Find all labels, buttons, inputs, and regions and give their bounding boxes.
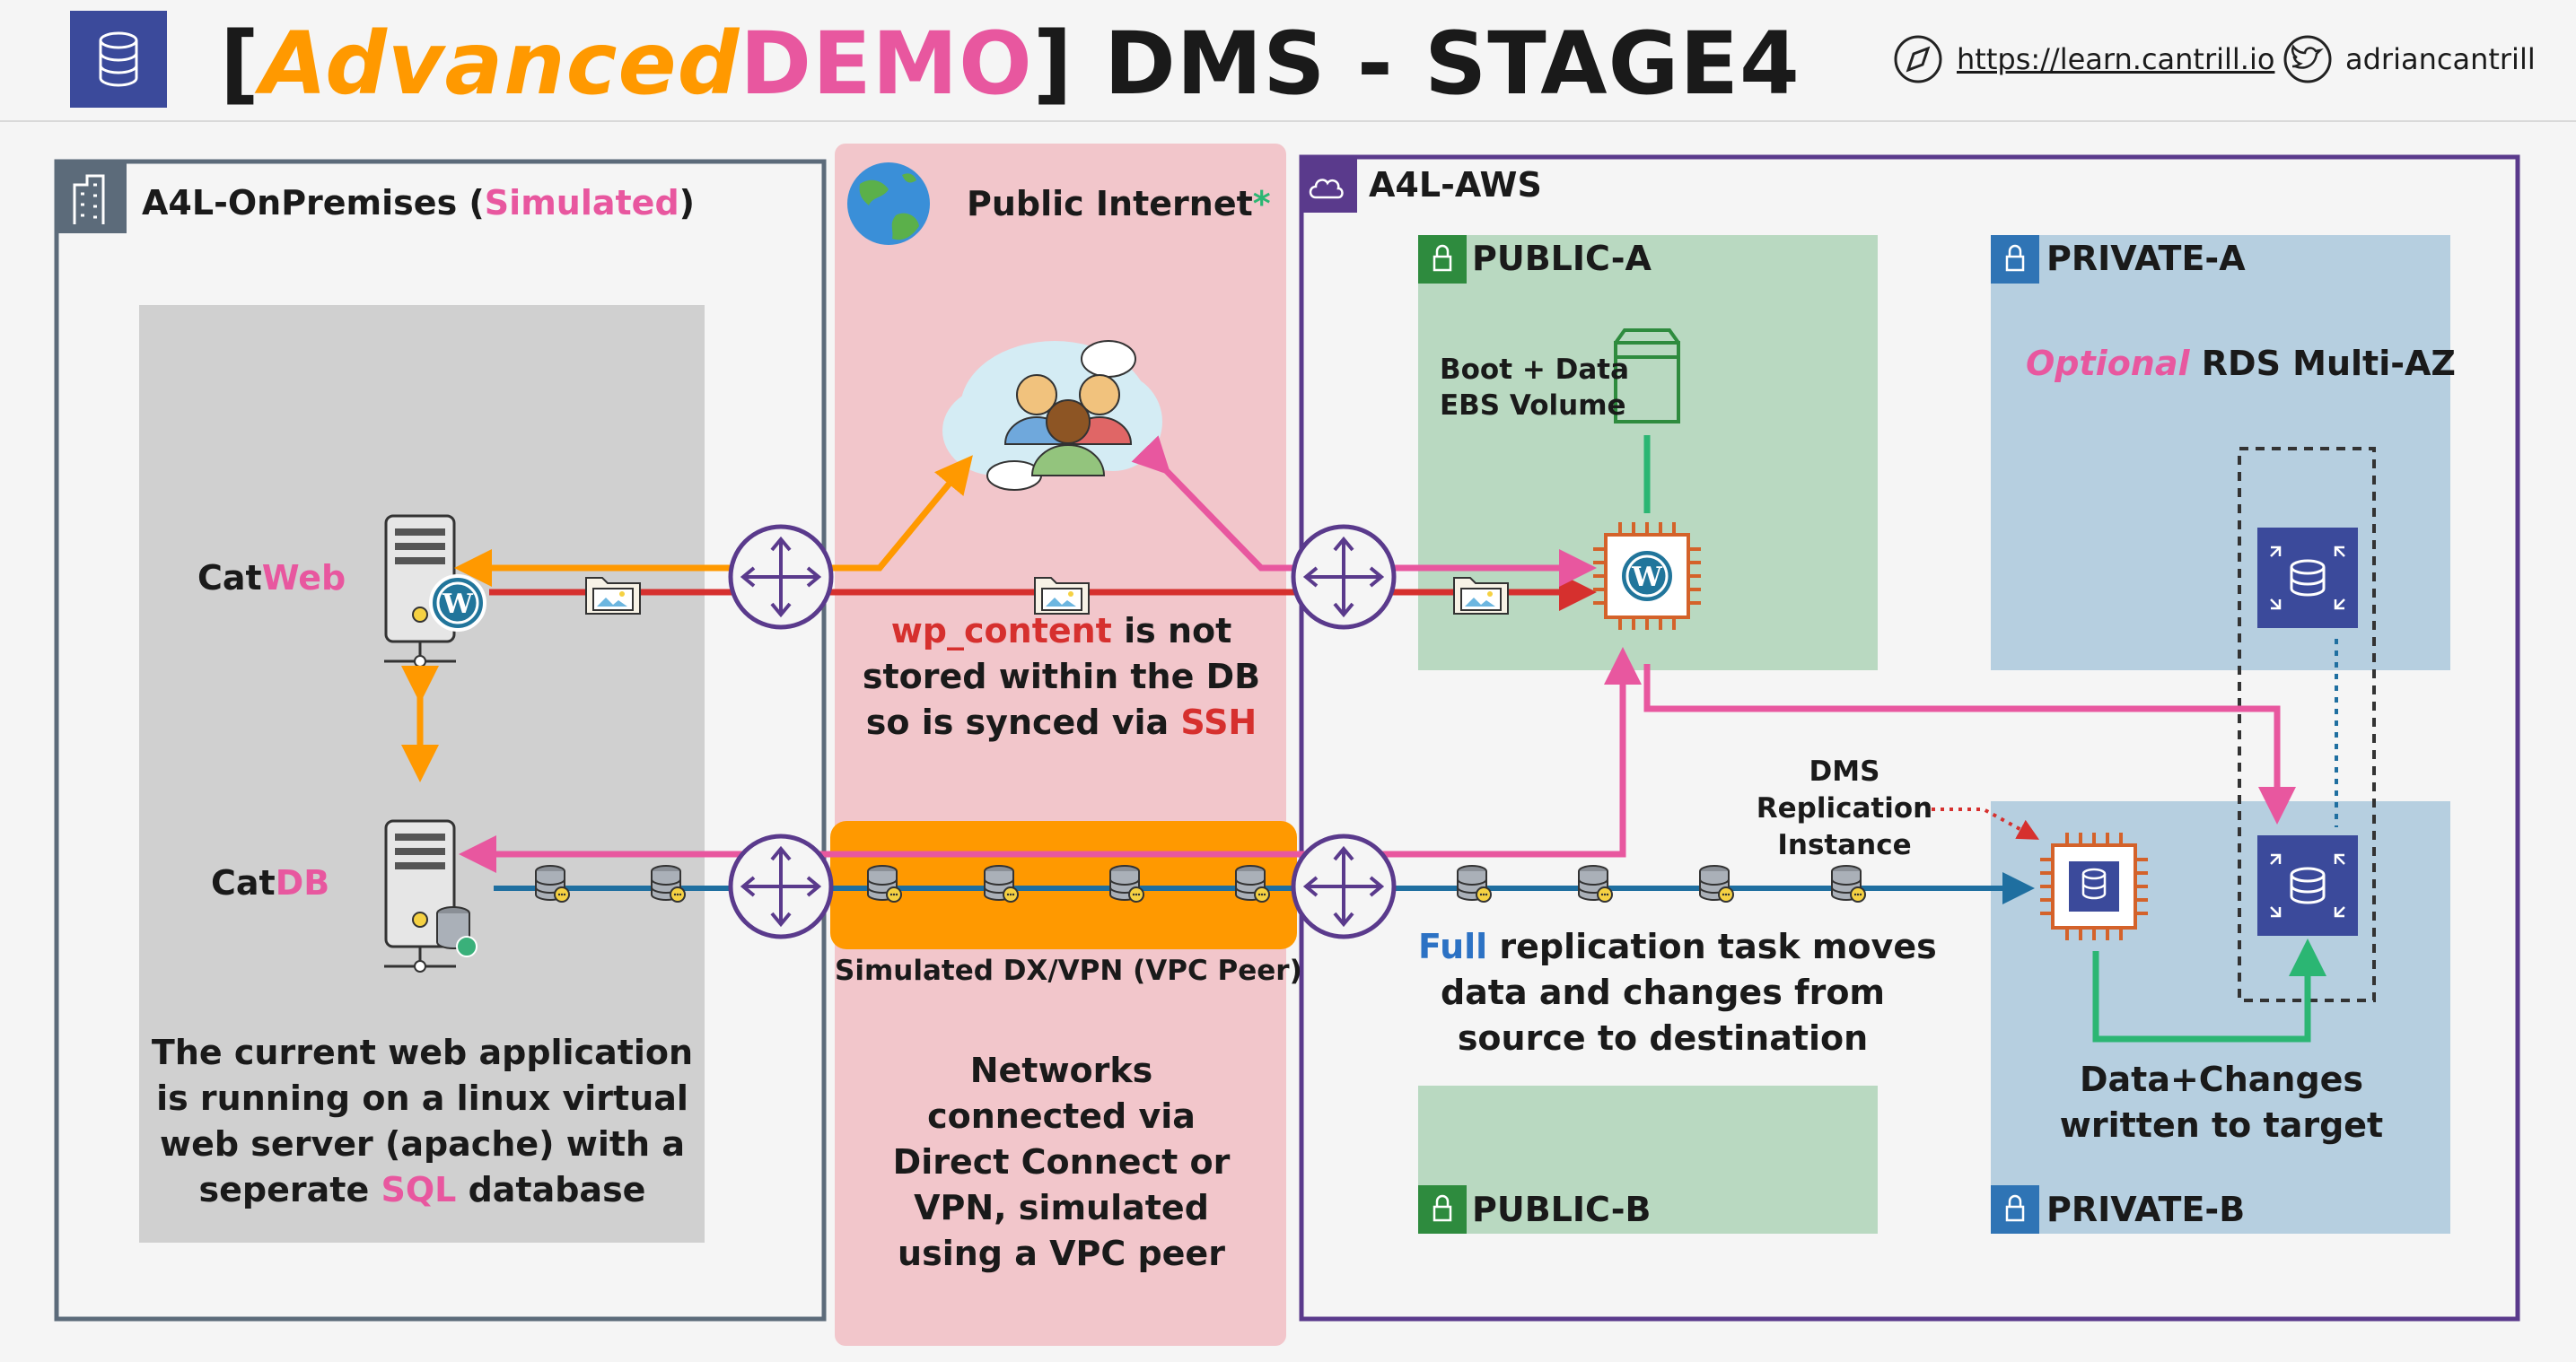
public-b-subnet: [1418, 1086, 1878, 1234]
private-a-label: PRIVATE-A: [2046, 239, 2246, 278]
catdb-label: CatDB: [211, 863, 330, 903]
lock-icon: [1989, 1183, 2041, 1235]
onprem-title: A4L-OnPremises (Simulated): [142, 183, 696, 223]
database-icon: [436, 906, 478, 957]
data-packet-icon: [1457, 865, 1492, 903]
lock-icon: [1416, 233, 1468, 285]
database-icon-glyph: [99, 31, 138, 87]
router-icon: [1293, 527, 1394, 627]
dx-vpn-link: [830, 821, 1297, 949]
rds-icon: [2257, 835, 2358, 936]
twitter-handle[interactable]: adriancantrill: [2345, 42, 2536, 76]
data-packet-icon: [651, 865, 686, 903]
private-b-label: PRIVATE-B: [2046, 1190, 2246, 1229]
aws-border: [1299, 154, 2520, 1322]
rds-multi-az-label: Optional RDS Multi-AZ: [2026, 344, 2456, 383]
data-packet-icon: [867, 865, 902, 903]
dx-vpn-label: Simulated DX/VPN (VPC Peer): [835, 955, 1302, 987]
public-b-label: PUBLIC-B: [1472, 1190, 1652, 1229]
twitter-icon: [2283, 35, 2332, 83]
page-title: [AdvancedDEMO] DMS - STAGE4: [220, 13, 1801, 114]
data-packet-icon: [535, 865, 570, 903]
wordpress-icon: [1618, 547, 1676, 605]
private-a-subnet: [1991, 235, 2450, 670]
folder-icon: [1453, 577, 1509, 615]
lock-icon: [1989, 233, 2041, 285]
aws-title: A4L-AWS: [1369, 165, 1542, 205]
onprem-description: The current web application is running o…: [151, 1033, 694, 1209]
data-packet-icon: [1699, 865, 1734, 903]
wordpress-icon: [429, 574, 486, 632]
router-icon: [1293, 836, 1394, 937]
public-a-label: PUBLIC-A: [1472, 239, 1652, 278]
network-note: Networks connected via Direct Connect or…: [892, 1051, 1231, 1273]
data-packet-icon: [984, 865, 1019, 903]
globe-icon: [847, 162, 930, 245]
ebs-volume-icon: [1614, 328, 1680, 423]
internet-title: Public Internet*: [967, 184, 1271, 223]
multi-az-group: [2238, 447, 2376, 1002]
data-packet-icon: [1109, 865, 1144, 903]
lock-icon: [1416, 1183, 1468, 1235]
building-icon: [57, 162, 127, 233]
router-icon: [731, 836, 831, 937]
wp-content-note: wp_content is not stored within the DB s…: [862, 611, 1261, 742]
rds-icon: [2257, 528, 2358, 628]
router-icon: [731, 527, 831, 627]
onprem-border: [54, 159, 827, 1322]
data-packet-icon: [1235, 865, 1270, 903]
replication-task-note: Full replication task moves data and cha…: [1418, 927, 1937, 1058]
ebs-label: Boot + Data EBS Volume: [1440, 354, 1629, 422]
target-note: Data+Changes written to target: [2059, 1060, 2384, 1145]
aws-cloud-icon: [1301, 157, 1357, 213]
compass-icon: [1894, 35, 1942, 83]
data-packet-icon: [1831, 865, 1866, 903]
catweb-label: CatWeb: [197, 558, 346, 598]
folder-icon: [585, 577, 641, 615]
data-packet-icon: [1578, 865, 1613, 903]
dms-instance-label: DMS Replication Instance: [1756, 755, 1933, 861]
website-link[interactable]: https://learn.cantrill.io: [1957, 42, 2275, 76]
